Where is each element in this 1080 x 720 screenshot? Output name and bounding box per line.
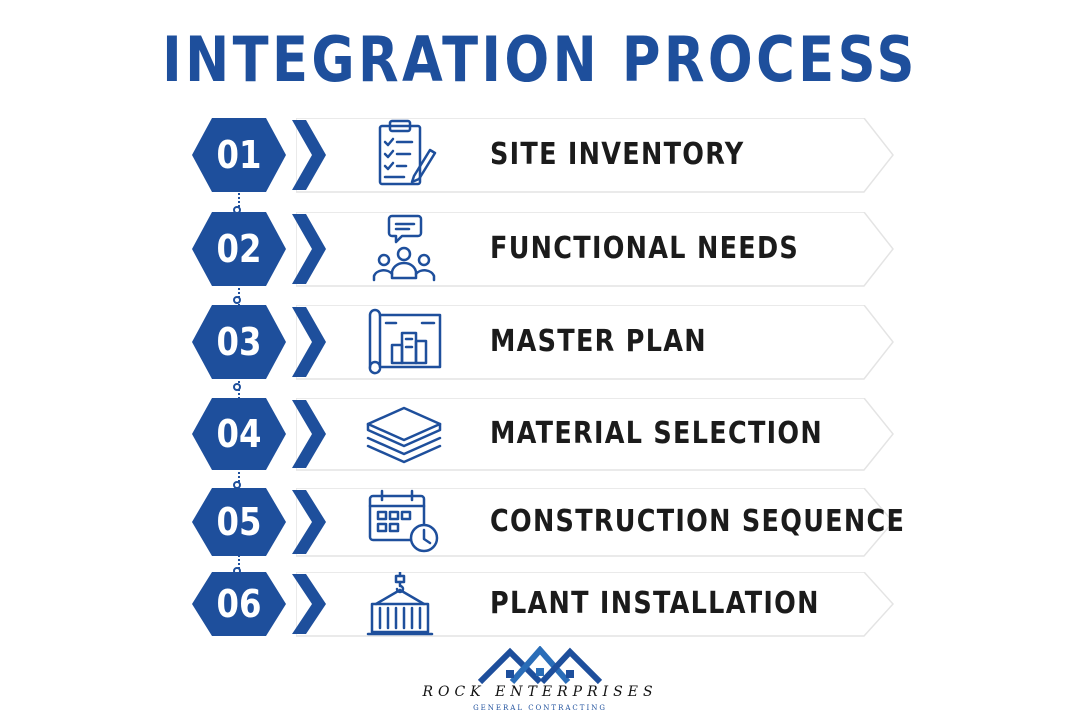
step-label: SITE INVENTORY [490,137,745,172]
page-title: INTEGRATION PROCESS [162,23,918,96]
step-number-hexagon [192,118,286,192]
step-band [296,488,894,557]
chevron-right-icon [292,214,326,284]
brand-tagline: GENERAL CONTRACTING [473,704,607,712]
step-band [296,398,894,471]
step-label: MASTER PLAN [490,324,707,359]
step-band [296,212,894,287]
connector-line [238,464,240,490]
step-number: 05 [216,500,262,544]
crane-container-icon [366,572,434,636]
step-number: 01 [216,133,262,177]
chevron-right-icon [292,574,326,634]
calendar-clock-icon [368,489,439,553]
brand-name: ROCK ENTERPRISES [422,684,658,700]
step-label: CONSTRUCTION SEQUENCE [490,504,906,539]
step-row: 04 MATERIAL SELECTION [0,398,1080,471]
connector-line [238,280,240,310]
connector-dot [233,296,241,304]
connector-line [238,186,240,218]
step-band [296,305,894,380]
step-number: 03 [216,320,262,364]
material-layers-icon [366,406,442,464]
step-number-hexagon [192,212,286,286]
step-row: 03 MASTER PLAN [0,305,1080,380]
step-label: FUNCTIONAL NEEDS [490,231,800,266]
step-row: 02 FUNCTIONAL NEEDS [0,212,1080,287]
step-band [296,118,894,193]
chevron-right-icon [292,490,326,554]
team-discussion-icon [372,214,436,282]
clipboard-checklist-icon [378,119,437,186]
step-row: 05 CONSTRUCTION SEQUENCE [0,488,1080,557]
step-band [296,572,895,637]
step-number-hexagon [192,572,286,636]
connector-dot [233,383,241,391]
step-number: 04 [216,412,262,456]
step-row: 01 SITE INVENTORY [0,118,1080,193]
house-roofs-logo-icon [478,646,602,684]
connector-line [238,552,240,576]
step-label: MATERIAL SELECTION [490,416,823,451]
step-number-hexagon [192,488,286,556]
chevron-right-icon [292,400,326,468]
step-label: PLANT INSTALLATION [490,586,820,621]
blueprint-icon [368,308,442,375]
step-number-hexagon [192,398,286,470]
step-number: 02 [216,227,262,271]
step-number: 06 [216,582,262,626]
chevron-right-icon [292,307,326,377]
chevron-right-icon [292,120,326,190]
step-number-hexagon [192,305,286,379]
step-row: 06 PLANT INSTALLATION [0,572,1080,637]
